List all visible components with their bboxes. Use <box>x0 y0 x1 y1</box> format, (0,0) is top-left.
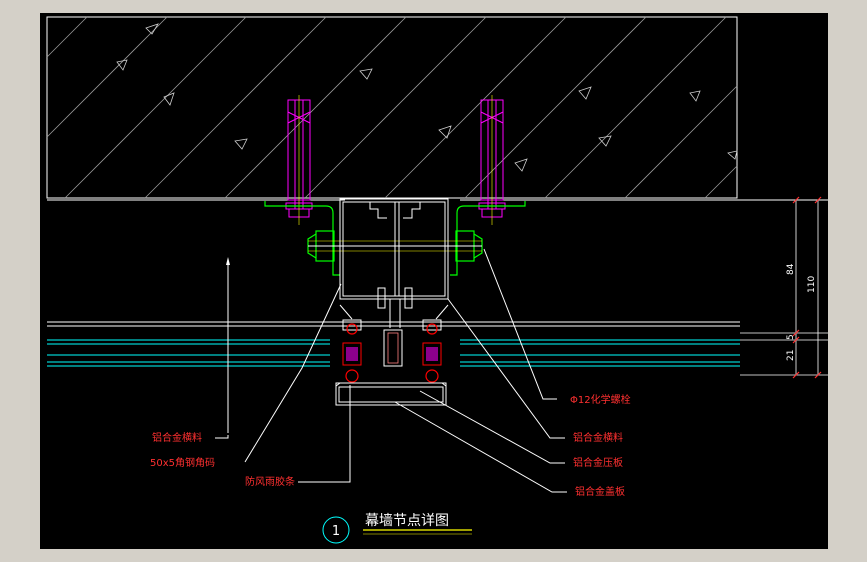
leaders-right <box>394 248 567 493</box>
aluminum-mullion <box>339 198 449 329</box>
angle-bracket-left <box>264 201 340 276</box>
title-text: 幕墙节点详图 <box>365 513 449 529</box>
dim-110: 110 <box>807 276 817 293</box>
leaders-left <box>215 283 351 483</box>
label-mullion-left: 铝合金横料 <box>152 431 202 444</box>
label-mullion-right: 铝合金横料 <box>573 431 623 444</box>
dim-5: 5 <box>786 334 796 340</box>
title-block: 1 幕墙节点详图 <box>322 513 472 544</box>
label-cover-plate: 铝合金盖板 <box>575 485 625 498</box>
label-bolt: Φ12化学螺栓 <box>570 393 631 406</box>
label-gasket: 防风雨胶条 <box>245 475 295 488</box>
reference-line <box>226 257 230 433</box>
dimension-lines <box>740 196 828 379</box>
curtain-wall-node-diagram: 84 110 5 21 铝合金横料 50x5角钢角码 防风雨胶条 Φ12化学螺栓… <box>46 16 828 544</box>
concrete-slab <box>46 16 828 201</box>
angle-bracket-right <box>450 201 526 276</box>
title-number: 1 <box>332 524 340 539</box>
dim-21: 21 <box>786 350 796 361</box>
cad-drawing-area: 84 110 5 21 铝合金横料 50x5角钢角码 防风雨胶条 Φ12化学螺栓… <box>40 13 828 549</box>
cover-plate <box>335 382 447 406</box>
dimension-labels: 84 110 5 21 <box>786 263 817 361</box>
gaskets <box>342 319 442 383</box>
label-steel-code: 50x5角钢角码 <box>150 456 215 469</box>
dim-84: 84 <box>786 263 796 275</box>
label-pressure-plate: 铝合金压板 <box>573 456 623 469</box>
